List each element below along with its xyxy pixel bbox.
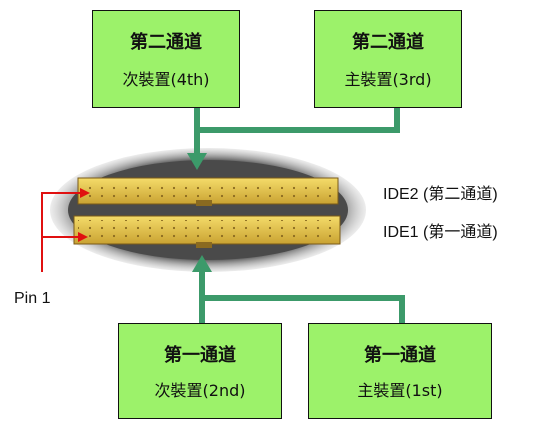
channel2-master-title: 第二通道 bbox=[352, 32, 424, 53]
channel2-slave-role: 次裝置(4th) bbox=[122, 70, 210, 89]
channel1-link-lines bbox=[199, 267, 405, 328]
ide-connector-photo bbox=[50, 148, 366, 272]
pin1-arrowhead-bottom bbox=[78, 232, 88, 242]
ide2-arrowhead bbox=[187, 153, 207, 170]
ide2-connector bbox=[77, 177, 339, 206]
ide1-label: IDE1 (第一通道) bbox=[383, 224, 498, 241]
channel1-slave-box: 第一通道 次裝置(2nd) bbox=[118, 323, 282, 419]
pin1-label: Pin 1 bbox=[14, 290, 51, 307]
ide2-label: IDE2 (第二通道) bbox=[383, 186, 498, 203]
channel2-link-lines bbox=[194, 105, 400, 158]
channel1-master-role: 主裝置(1st) bbox=[357, 381, 443, 400]
pin1-arrowhead-top bbox=[80, 188, 90, 198]
channel1-slave-title: 第一通道 bbox=[164, 345, 236, 366]
channel2-slave-box: 第二通道 次裝置(4th) bbox=[92, 10, 240, 108]
channel1-slave-role: 次裝置(2nd) bbox=[154, 381, 246, 400]
channel2-master-box: 第二通道 主裝置(3rd) bbox=[314, 10, 462, 108]
channel1-master-box: 第一通道 主裝置(1st) bbox=[308, 323, 492, 419]
channel1-master-title: 第一通道 bbox=[364, 345, 436, 366]
channel2-slave-title: 第二通道 bbox=[130, 32, 202, 53]
ide1-arrowhead bbox=[192, 255, 212, 272]
channel2-master-role: 主裝置(3rd) bbox=[344, 70, 432, 89]
pin1-pointer bbox=[41, 192, 80, 272]
ide1-connector bbox=[73, 215, 341, 248]
